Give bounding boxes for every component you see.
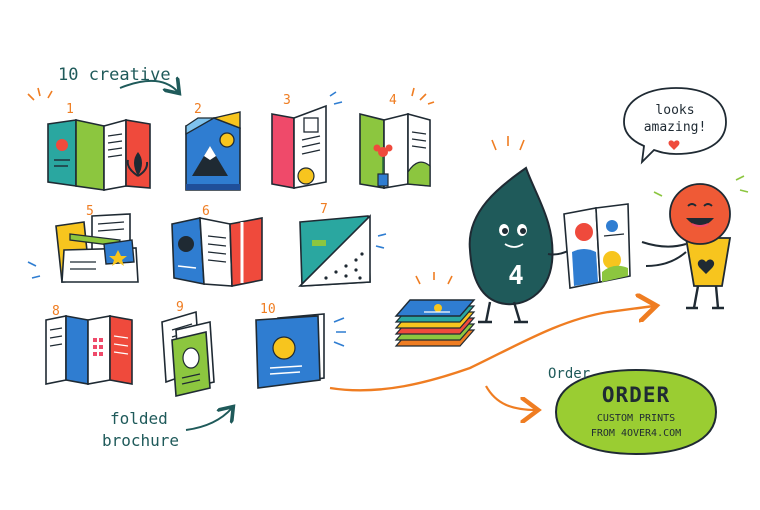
- brochure-stack-icon: [394, 272, 476, 347]
- brochure-6-number: 6: [202, 204, 210, 219]
- heart-icon: [668, 140, 680, 150]
- footer-label-line-1: folded: [110, 409, 168, 428]
- footer-label-line-2: brochure: [102, 431, 179, 450]
- brochure-3-number: 3: [283, 93, 291, 108]
- brochure-9-number: 9: [176, 300, 184, 315]
- flow-arrow-main: [329, 306, 654, 392]
- brochure-1-icon: [27, 87, 151, 191]
- brochure-4-number: 4: [389, 93, 397, 108]
- order-badge-line-1: CUSTOM PRINTS: [597, 413, 675, 424]
- mascot-badge: 4: [508, 261, 524, 291]
- heading-label: 10 creative: [58, 65, 171, 85]
- mascot-happy-customer: [641, 175, 749, 310]
- heading-arrow: [119, 81, 178, 92]
- brochure-1-number: 1: [66, 102, 74, 117]
- order-badge[interactable]: ORDER CUSTOM PRINTS FROM 4OVER4.COM: [554, 368, 718, 456]
- brochure-9-icon: [161, 310, 215, 397]
- brochure-7-icon: [298, 214, 387, 287]
- brochure-3-icon: [271, 91, 343, 189]
- brochure-6-icon: [171, 217, 263, 287]
- order-small-label: Order: [548, 366, 590, 382]
- speech-bubble-line-2: amazing!: [644, 120, 707, 135]
- mascot-droplet: [468, 136, 571, 324]
- brochure-10-number: 10: [260, 302, 276, 317]
- flow-arrow-order: [485, 385, 536, 410]
- brochure-5-icon: [27, 213, 139, 283]
- brochure-2-number: 2: [194, 102, 202, 117]
- brochure-8-number: 8: [52, 304, 60, 319]
- order-badge-title: ORDER: [602, 383, 670, 407]
- speech-bubble-line-1: looks: [655, 103, 694, 118]
- brochure-8-icon: [45, 315, 133, 385]
- brochure-10-icon: [255, 313, 346, 389]
- brochure-2-icon: [185, 111, 241, 191]
- order-badge-line-2: FROM 4OVER4.COM: [591, 428, 681, 439]
- held-brochure-icon: [563, 203, 631, 289]
- brochure-5-number: 5: [86, 204, 94, 219]
- brochure-4-icon: [359, 87, 435, 189]
- brochure-7-number: 7: [320, 202, 328, 217]
- footer-arrow: [185, 408, 232, 431]
- speech-bubble: looks amazing!: [623, 87, 727, 165]
